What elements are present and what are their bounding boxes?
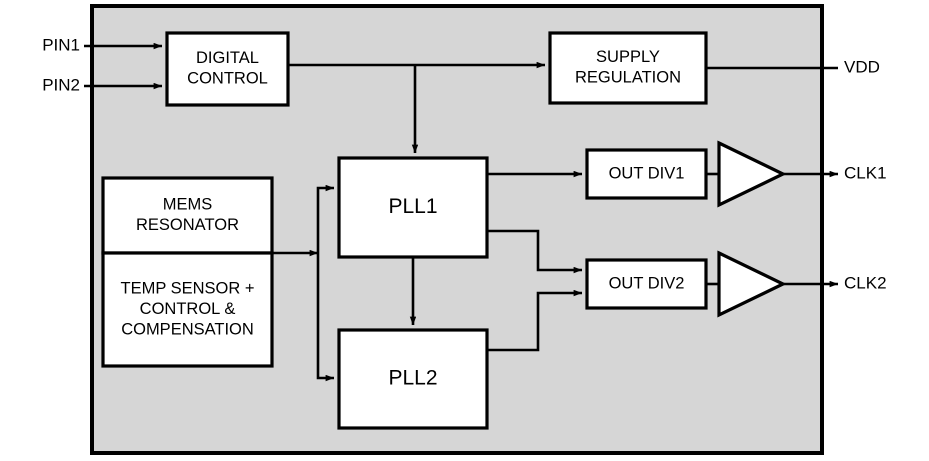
block-temp-sensor-control-compensation-outline [101, 251, 274, 368]
pin-label-clk2: CLK2 [844, 273, 887, 292]
block-temp-sensor-control-compensation[interactable]: TEMP SENSOR + CONTROL & COMPENSATION [101, 251, 274, 368]
pin-label-pin1: PIN1 [42, 35, 80, 54]
block-digital-control-label-line-2: CONTROL [187, 70, 268, 88]
block-temp-sensor-control-compensation-label-line-3: COMPENSATION [121, 320, 254, 338]
block-digital-control[interactable]: DIGITAL CONTROL [165, 31, 290, 107]
block-out-div2-label-line-1: OUT DIV2 [609, 274, 685, 292]
block-out-div1-label-line-1: OUT DIV1 [609, 164, 685, 182]
block-pll2-label-line-1: PLL2 [388, 367, 437, 390]
block-temp-sensor-control-compensation-label-line-1: TEMP SENSOR + [120, 279, 254, 297]
blocks-layer: DIGITAL CONTROL SUPPLY REGULATION MEMS RESONA… [101, 31, 708, 430]
wire-pll1-to-out-div2 [487, 229, 583, 274]
block-mems-resonator-outline [101, 176, 274, 255]
buffers-layer [717, 140, 787, 318]
block-pll1-label-line-1: PLL1 [388, 195, 437, 218]
block-mems-resonator-label-line-1: MEMS [163, 196, 213, 214]
output-buffer-1[interactable] [717, 140, 787, 208]
block-pll1-outline [337, 156, 489, 259]
block-temp-sensor-control-compensation-label-line-2: CONTROL & [140, 300, 236, 318]
block-pll1[interactable]: PLL1 [337, 156, 489, 259]
block-mems-resonator-label-line-2: RESONATOR [136, 216, 239, 234]
block-digital-control-outline [165, 31, 290, 107]
wires-layer [84, 42, 839, 382]
wire-bus-up-to-pll1 [316, 184, 335, 253]
block-pll2[interactable]: PLL2 [337, 328, 489, 430]
pin-label-vdd: VDD [844, 57, 880, 76]
block-supply-regulation-label-line-2: REGULATION [575, 69, 681, 87]
block-out-div2[interactable]: OUT DIV2 [585, 258, 708, 310]
block-supply-regulation-outline [548, 31, 708, 105]
block-out-div1-outline [585, 148, 708, 200]
pin-label-pin2: PIN2 [42, 75, 80, 94]
block-mems-resonator[interactable]: MEMS RESONATOR [101, 176, 274, 255]
pin-label-clk1: CLK1 [844, 163, 887, 182]
block-out-div1[interactable]: OUT DIV1 [585, 148, 708, 200]
block-pll2-outline [337, 328, 489, 430]
block-supply-regulation-label-line-1: SUPPLY [596, 48, 660, 66]
wire-bus-down-to-pll2 [316, 253, 335, 382]
block-out-div2-outline [585, 258, 708, 310]
block-supply-regulation[interactable]: SUPPLY REGULATION [548, 31, 708, 105]
block-digital-control-label-line-1: DIGITAL [196, 49, 259, 67]
wire-pll2-to-out-div2 [487, 289, 583, 352]
output-buffer-2[interactable] [717, 250, 787, 318]
